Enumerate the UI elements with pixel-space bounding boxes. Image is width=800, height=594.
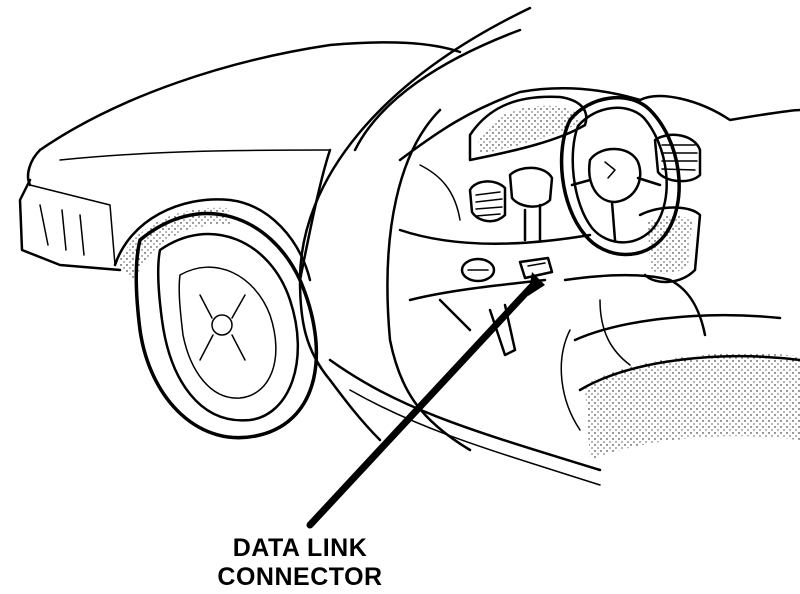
wheel-icon <box>113 198 319 440</box>
seat <box>560 299 800 460</box>
callout-line-2: CONNECTOR <box>217 563 383 591</box>
steering-wheel-icon <box>559 96 707 337</box>
car-body <box>18 6 602 486</box>
callout-label: DATA LINK CONNECTOR <box>200 534 400 592</box>
dashboard <box>398 87 800 357</box>
callout-leader-line <box>306 279 539 529</box>
data-link-connector-icon <box>528 272 545 296</box>
callout-line-1: DATA LINK <box>232 534 368 562</box>
